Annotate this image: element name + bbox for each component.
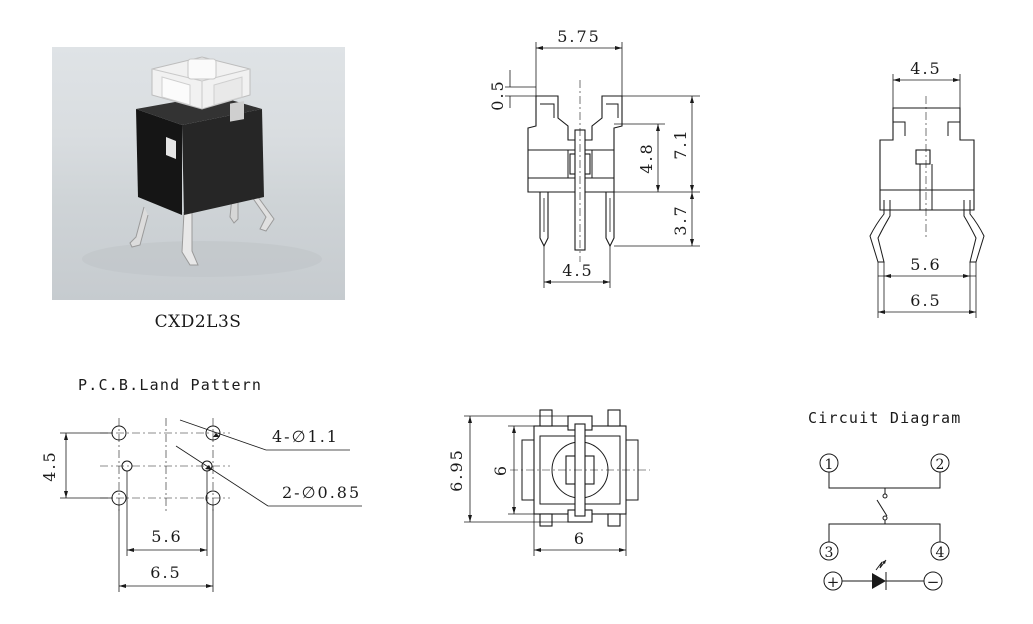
front-view: 5.75 0.5 4.8 7.1 3.7 xyxy=(488,27,700,288)
dim-4-5-pcb: 4.5 xyxy=(40,450,59,481)
pin-3-label: 3 xyxy=(825,545,834,561)
pcb-land-pattern: P.C.B.Land Pattern 4.5 4-∅1.1 2-∅0.85 5.… xyxy=(40,376,362,592)
dim-7-1: 7.1 xyxy=(671,128,690,159)
pin-4-label: 4 xyxy=(936,545,945,561)
dim-6-vertical: 6 xyxy=(491,464,510,476)
dim-5-75: 5.75 xyxy=(557,27,601,46)
dim-4-5-front: 4.5 xyxy=(562,261,593,280)
product-photo xyxy=(52,47,345,300)
switch-contact-bottom xyxy=(882,515,888,521)
dim-6-5-side: 6.5 xyxy=(910,291,941,310)
dim-6-horizontal: 6 xyxy=(574,529,586,548)
pin-2-label: 2 xyxy=(936,457,945,473)
dim-4-8: 4.8 xyxy=(637,142,656,173)
led-diode-icon xyxy=(872,573,886,589)
dim-3-7: 3.7 xyxy=(671,204,690,235)
minus-label: − xyxy=(927,573,940,591)
side-view: 4.5 5.6 6.5 xyxy=(869,59,985,318)
hole-label-small: 2-∅0.85 xyxy=(282,483,361,502)
product-caption: CXD2L3S xyxy=(154,312,242,332)
dim-4-5-side: 4.5 xyxy=(910,59,941,78)
top-view: 6.95 6 6 xyxy=(447,409,650,556)
plus-label: + xyxy=(827,573,840,591)
switch-render xyxy=(82,56,322,277)
dim-5-6-side: 5.6 xyxy=(910,255,941,274)
dim-6-5-pcb: 6.5 xyxy=(150,563,181,582)
hole-label-large: 4-∅1.1 xyxy=(272,427,339,446)
circuit-diagram: Circuit Diagram 1 2 3 4 + − xyxy=(808,409,961,591)
dim-6-95: 6.95 xyxy=(447,448,466,492)
switch-contact-top xyxy=(882,493,888,499)
pcb-title: P.C.B.Land Pattern xyxy=(78,376,262,394)
pin-1-label: 1 xyxy=(825,457,834,473)
hole-large-2 xyxy=(205,425,221,441)
dim-0-5: 0.5 xyxy=(488,79,507,110)
circuit-title: Circuit Diagram xyxy=(808,409,961,427)
dim-5-6-pcb: 5.6 xyxy=(151,527,182,546)
